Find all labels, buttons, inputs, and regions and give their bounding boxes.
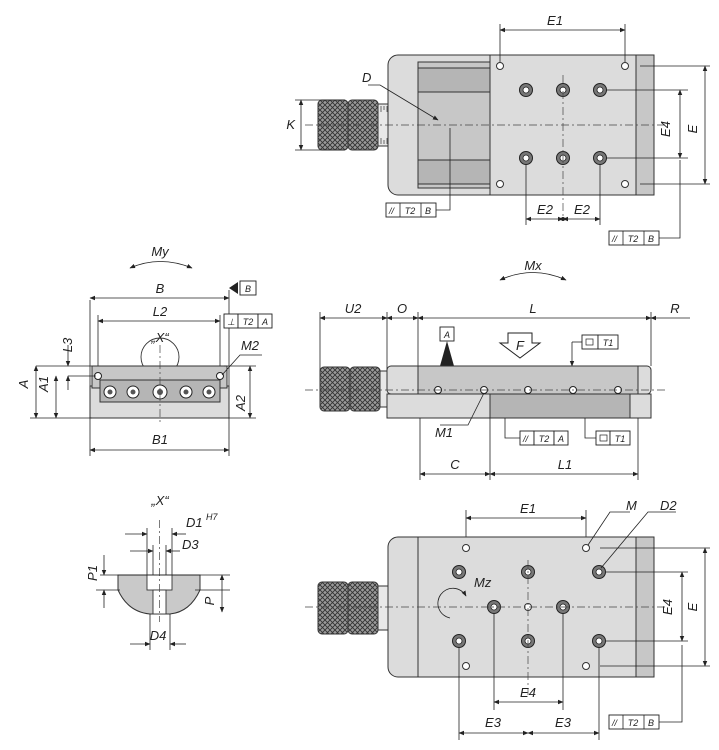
dim-O: O xyxy=(397,301,407,316)
dim-D4: D4 xyxy=(150,628,167,643)
dim-U2: U2 xyxy=(345,301,362,316)
tol-frame-B-e: B xyxy=(648,718,654,728)
tol-frame-B-b: B xyxy=(648,234,654,244)
top-view: // // E1 D K E4 E E2 E2 T2 B T2 B xyxy=(286,13,710,246)
tol-frame-T1-top: T1 xyxy=(603,338,614,348)
dim-L3: L3 xyxy=(60,337,75,352)
dim-K: K xyxy=(286,117,296,132)
tol-frame-T2-e: T2 xyxy=(628,718,639,728)
svg-text://: // xyxy=(611,234,619,244)
dim-D3: D3 xyxy=(182,537,199,552)
dim-E3-left: E3 xyxy=(485,715,502,730)
tol-frame-T2-b: T2 xyxy=(628,234,639,244)
label-M: M xyxy=(626,498,637,513)
dim-L1: L1 xyxy=(558,457,572,472)
side-view: Mx U2 O L R A F T1 xyxy=(305,258,690,480)
moment-My: My xyxy=(151,244,170,259)
dim-E2-left: E2 xyxy=(537,202,554,217)
dim-P1: P1 xyxy=(85,565,100,581)
detail-x-view: „X“ D1 H7 D3 P1 P D4 xyxy=(85,493,230,650)
dim-E4-top: E4 xyxy=(658,121,673,137)
dim-A: A xyxy=(16,380,31,390)
dim-B: B xyxy=(156,281,165,296)
svg-text:⊥: ⊥ xyxy=(227,317,235,327)
force-F: F xyxy=(516,338,525,353)
detail-marker-X: „X“ xyxy=(150,330,169,345)
dim-E3-right: E3 xyxy=(555,715,572,730)
label-D2: D2 xyxy=(660,498,677,513)
label-M2: M2 xyxy=(241,338,260,353)
dim-C: C xyxy=(450,457,460,472)
dim-E1-bottom: E1 xyxy=(520,501,536,516)
dim-L: L xyxy=(529,301,536,316)
svg-text://: // xyxy=(522,434,530,444)
tol-frame-T2-c: T2 xyxy=(243,317,254,327)
svg-text://: // xyxy=(611,718,619,728)
dim-B1: B1 xyxy=(152,432,168,447)
tol-frame-T2-d: T2 xyxy=(539,434,550,444)
moment-Mz: Mz xyxy=(474,575,492,590)
label-M1: M1 xyxy=(435,425,453,440)
dim-E1-top: E1 xyxy=(547,13,563,28)
dim-L2: L2 xyxy=(153,304,168,319)
dim-A2: A2 xyxy=(233,394,248,412)
datum-B: B xyxy=(245,284,251,294)
dim-E-top: E xyxy=(685,124,700,133)
moment-Mx: Mx xyxy=(524,258,542,273)
tol-frame-B-a: B xyxy=(425,206,431,216)
dim-P: P xyxy=(202,596,217,605)
dim-E2-right: E2 xyxy=(574,202,591,217)
tol-frame-T2-a: T2 xyxy=(405,206,416,216)
dim-D1: D1 xyxy=(186,515,203,530)
fit-H7: H7 xyxy=(206,512,218,522)
datum-A: A xyxy=(443,330,450,340)
dim-D: D xyxy=(362,70,371,85)
detail-title-X: „X“ xyxy=(150,493,169,508)
dim-E4-right: E4 xyxy=(660,599,675,615)
svg-text://: // xyxy=(388,206,396,216)
dim-A1: A1 xyxy=(36,376,51,393)
tol-frame-A-c: A xyxy=(261,317,268,327)
tol-frame-T1-bottom: T1 xyxy=(615,434,626,444)
tol-frame-A-d: A xyxy=(557,434,564,444)
dim-R: R xyxy=(670,301,679,316)
dim-E4-bottom: E4 xyxy=(520,685,536,700)
end-view: My B B L2 ⊥ T2 A „X“ xyxy=(16,244,273,456)
dim-E-right: E xyxy=(685,602,700,611)
bottom-view: E1 Mz M D2 xyxy=(305,498,710,740)
